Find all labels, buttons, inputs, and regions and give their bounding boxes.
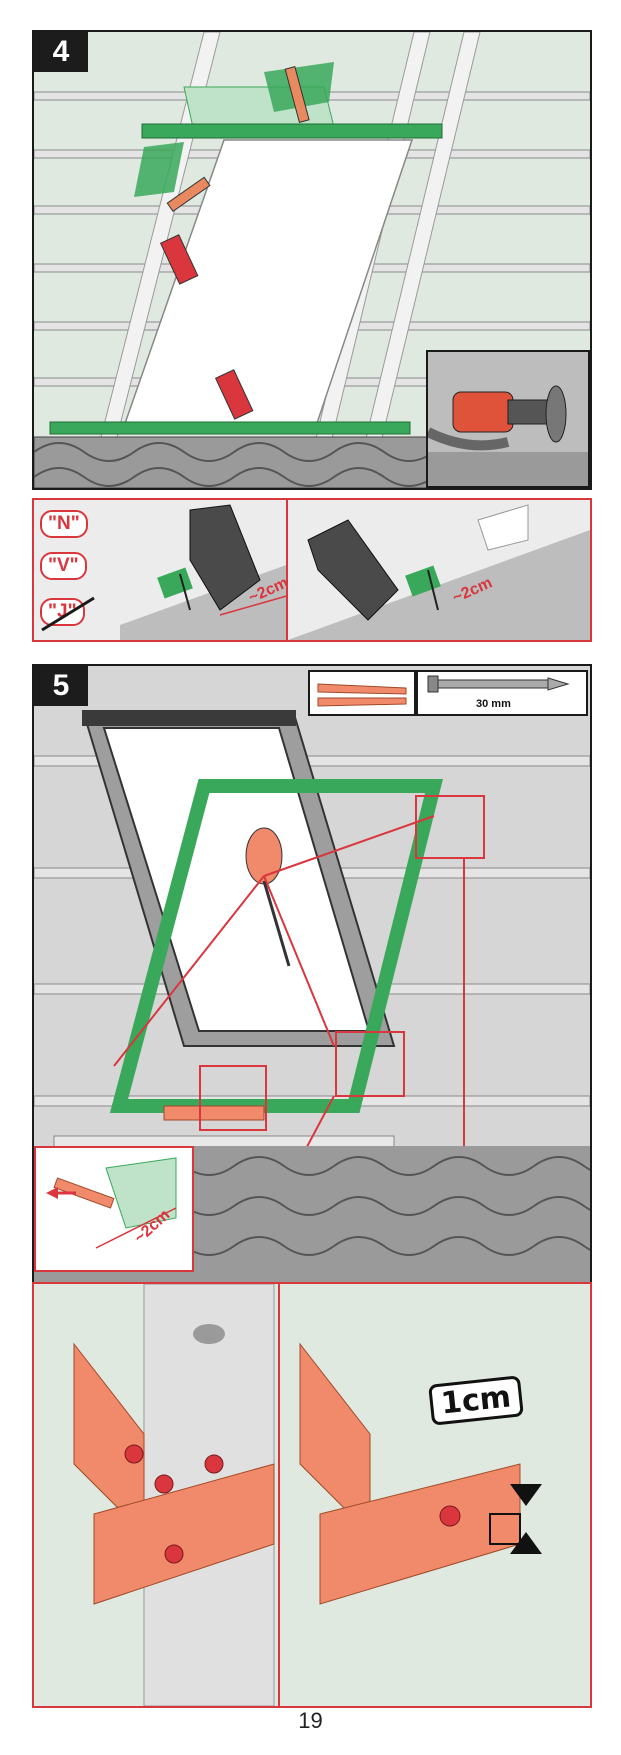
label-n: "N"	[40, 510, 88, 538]
screw-icon	[427, 675, 570, 693]
bracket-detail-right: 1cm	[278, 1282, 592, 1708]
screw-parts-box: 30 mm	[416, 670, 588, 716]
wedge-detail: ~2cm	[34, 1146, 194, 1272]
wedge-icon	[317, 683, 407, 707]
wedge-parts-box	[308, 670, 416, 716]
step-5-panel: 5	[32, 664, 592, 1286]
wedge-removal-illustration	[46, 1157, 177, 1249]
grinder-inset	[426, 350, 590, 488]
bracket-depth-illustration	[299, 1342, 542, 1605]
roof-opening-illustration	[34, 32, 590, 488]
label-v: "V"	[40, 552, 87, 580]
step-4-detail-right: ~2cm	[286, 498, 592, 642]
step-badge: 4	[34, 32, 88, 72]
step-4-panel: 4	[32, 30, 592, 490]
bracket-screws-illustration	[73, 1284, 275, 1706]
crossed-out-icon	[41, 596, 95, 632]
screw-length-label: 30 mm	[476, 698, 511, 710]
label-crossed: "J"	[40, 598, 85, 626]
bracket-detail-left	[32, 1282, 282, 1708]
step-4-detail-left: "N" "V" "J" ~2cm	[32, 498, 304, 642]
flashing-profile-illustration	[288, 504, 590, 640]
flashing-profile-illustration	[120, 504, 300, 640]
step-badge: 5	[34, 666, 88, 706]
page-number: 19	[298, 1708, 323, 1733]
